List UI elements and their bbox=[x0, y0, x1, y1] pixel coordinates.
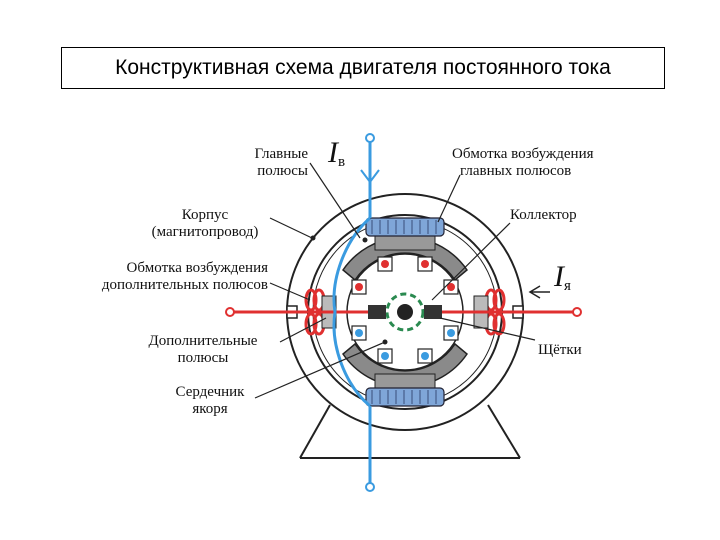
commutator bbox=[385, 292, 425, 332]
field-current-label: Iв bbox=[328, 136, 346, 171]
label-housing: Корпус(магнитопровод) bbox=[151, 207, 259, 240]
brushes bbox=[368, 305, 442, 319]
leader-dots bbox=[310, 235, 388, 345]
armature-conductors bbox=[351, 256, 459, 364]
armature-current-label: Iя bbox=[554, 260, 571, 295]
motor-stand bbox=[299, 404, 521, 459]
field-current-path bbox=[332, 133, 380, 492]
label-commutator: Коллектор bbox=[510, 207, 577, 223]
armature-current-path bbox=[225, 285, 582, 317]
diagram-title: Конструктивная схема двигателя постоянно… bbox=[61, 47, 665, 89]
label-brushes: Щётки bbox=[538, 342, 582, 358]
leader-lines bbox=[254, 162, 536, 399]
main-pole-windings bbox=[365, 217, 445, 407]
